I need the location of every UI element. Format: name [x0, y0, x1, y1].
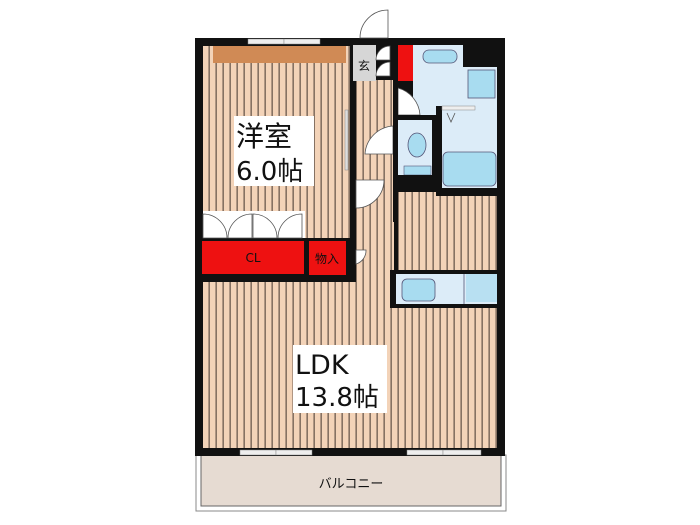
bathtub: [442, 151, 497, 187]
washbasin: [422, 49, 458, 64]
entrance: [353, 45, 376, 81]
front-door: [359, 9, 389, 39]
window-top: [247, 38, 321, 45]
kitchen-sink: [401, 278, 436, 302]
western-room-size: 6.0帖: [236, 157, 303, 187]
entrance-label: 玄: [358, 58, 370, 73]
balcony: バルコニー: [195, 454, 507, 512]
ldk-name: LDK: [295, 350, 350, 381]
ldk-floor-upper: [398, 192, 497, 282]
storage-label: 物入: [315, 252, 339, 266]
washroom-door: [397, 87, 421, 116]
western-room-name: 洋室: [236, 120, 292, 153]
sliding-door: [344, 109, 349, 171]
closet-doors: [202, 211, 305, 239]
shoe-cabinet: [396, 45, 413, 81]
closet: [202, 241, 304, 274]
toilet-door: [364, 125, 394, 155]
ldk-door: [355, 179, 385, 209]
storage-door: [355, 249, 367, 265]
washing-machine: [467, 69, 496, 99]
stove: [466, 274, 497, 302]
toilet: [407, 132, 427, 158]
ldk-size: 13.8帖: [295, 383, 379, 413]
storage: [309, 241, 346, 275]
window-balcony: [239, 449, 482, 456]
balcony-label: バルコニー: [319, 477, 384, 492]
closet-label: CL: [245, 251, 260, 265]
bed-strip: [213, 46, 346, 63]
